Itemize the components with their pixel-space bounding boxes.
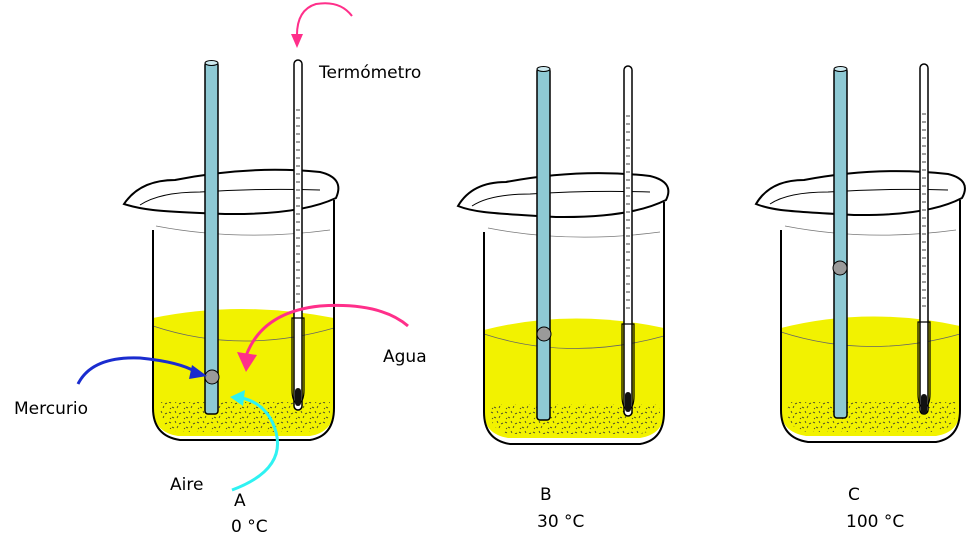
beaker-a-tube xyxy=(204,60,219,415)
beaker-b-rim xyxy=(456,172,670,219)
beaker-b-temperature: 30 °C xyxy=(537,512,584,532)
label-water: Agua xyxy=(383,347,427,367)
beaker-c-thermometer xyxy=(917,63,931,415)
beaker-b-mercury-drop xyxy=(536,326,552,342)
label-mercury: Mercurio xyxy=(14,399,88,419)
beaker-c-letter: C xyxy=(848,485,860,505)
beaker-c-rim xyxy=(754,170,966,217)
water-pointer-arrow xyxy=(237,303,409,372)
beaker-a-mercury-drop xyxy=(204,369,220,385)
beaker-c-mercury-drop xyxy=(832,260,848,276)
beaker-c-outline xyxy=(780,200,961,443)
beaker-b xyxy=(456,65,670,445)
beaker-b-liquid-surface xyxy=(483,333,665,349)
beaker-b-sediment xyxy=(490,404,660,434)
beaker-a-outline xyxy=(152,200,335,441)
beaker-b-thermometer xyxy=(621,65,635,417)
beaker-a xyxy=(122,59,340,441)
air-pointer-arrow xyxy=(230,390,279,492)
beaker-c-temperature: 100 °C xyxy=(846,512,904,532)
label-air: Aire xyxy=(170,475,203,495)
beaker-a-sediment xyxy=(160,402,330,432)
beaker-a-rim xyxy=(122,168,340,216)
thermometer-pointer-arrow xyxy=(291,2,353,48)
beaker-a-thermometer xyxy=(291,59,305,411)
beaker-c xyxy=(754,63,966,443)
beaker-a-temperature: 0 °C xyxy=(231,517,268,537)
mercury-pointer-arrow xyxy=(76,356,207,385)
beaker-b-tube xyxy=(536,66,551,421)
beaker-c-liquid-surface xyxy=(780,331,961,347)
beaker-a-letter: A xyxy=(234,491,246,511)
beaker-a-liquid-surface xyxy=(152,325,335,342)
beaker-b-outline xyxy=(483,202,665,445)
beaker-c-sediment xyxy=(787,402,956,432)
beaker-b-letter: B xyxy=(540,485,552,505)
beaker-c-tube xyxy=(833,66,848,419)
label-thermometer: Termómetro xyxy=(318,63,421,83)
